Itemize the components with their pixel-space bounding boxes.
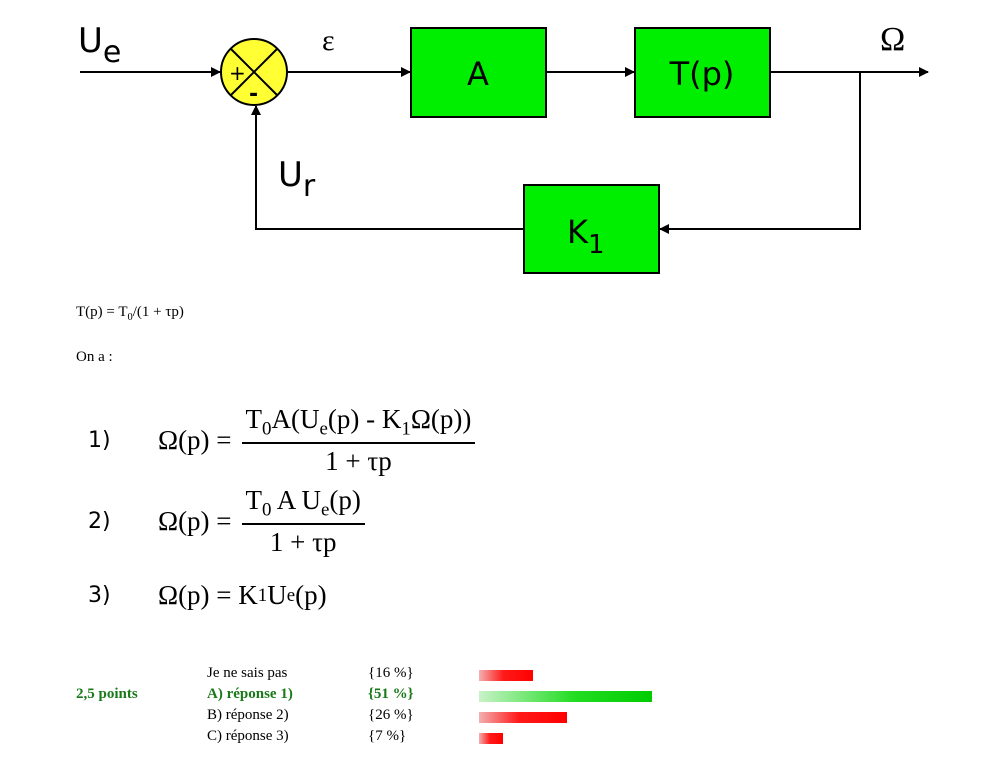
equation-number: 3) xyxy=(88,583,111,608)
tp-definition: T(p) = T0/(1 + τp) xyxy=(76,304,184,323)
block-t-label: T(p) xyxy=(669,55,735,93)
summing-junction: + - xyxy=(220,38,288,107)
answer-bar xyxy=(479,670,533,681)
answer-bar xyxy=(479,691,652,702)
answer-label: C) réponse 3) xyxy=(207,728,289,744)
block-diagram: + - A T(p) K1 Ue ε Ω Ur xyxy=(78,21,929,274)
answer-percent: {26 %} xyxy=(368,707,414,723)
answer-percent: {7 %} xyxy=(368,728,407,744)
equation-number: 1) xyxy=(88,428,111,454)
equation-fraction: T0A(Ue(p) - K1Ω(p)) 1 + τp xyxy=(241,404,476,477)
minus-sign: - xyxy=(249,82,258,107)
answer-percent: {16 %} xyxy=(368,665,414,681)
answer-label: Je ne sais pas xyxy=(207,665,288,681)
answer-bar xyxy=(479,712,567,723)
block-a-label: A xyxy=(467,55,489,93)
equation-number: 2) xyxy=(88,509,111,535)
on-a-text: On a : xyxy=(76,349,113,365)
answer-label: A) réponse 1) xyxy=(207,686,293,702)
block-k-label: K1 xyxy=(567,213,605,260)
equation-lhs: Ω(p) = xyxy=(158,425,232,456)
result-row: 2,5 points A) réponse 1) {51 %} xyxy=(0,686,998,707)
input-label: Ue xyxy=(78,21,121,70)
output-label: Ω xyxy=(880,21,905,58)
equation-2: 2) Ω(p) = T0 A Ue(p) 1 + τp xyxy=(88,485,365,558)
error-label: ε xyxy=(322,24,335,57)
equation-fraction: T0 A Ue(p) 1 + τp xyxy=(241,485,365,558)
feedback-label: Ur xyxy=(278,155,316,204)
answer-bar xyxy=(479,733,503,744)
plus-sign: + xyxy=(229,61,246,85)
block-a xyxy=(410,27,547,118)
points-label: 2,5 points xyxy=(76,686,138,702)
block-t xyxy=(634,27,771,118)
equation-1: 1) Ω(p) = T0A(Ue(p) - K1Ω(p)) 1 + τp xyxy=(88,404,476,477)
result-row: B) réponse 2) {26 %} xyxy=(0,707,998,728)
answer-label: B) réponse 2) xyxy=(207,707,289,723)
result-row: C) réponse 3) {7 %} xyxy=(0,728,998,749)
feedback-return-line xyxy=(251,105,524,230)
feedback-down-line xyxy=(659,72,861,234)
result-row: Je ne sais pas {16 %} xyxy=(0,665,998,686)
equation-lhs: Ω(p) = xyxy=(158,506,232,537)
answer-percent: {51 %} xyxy=(368,686,414,702)
